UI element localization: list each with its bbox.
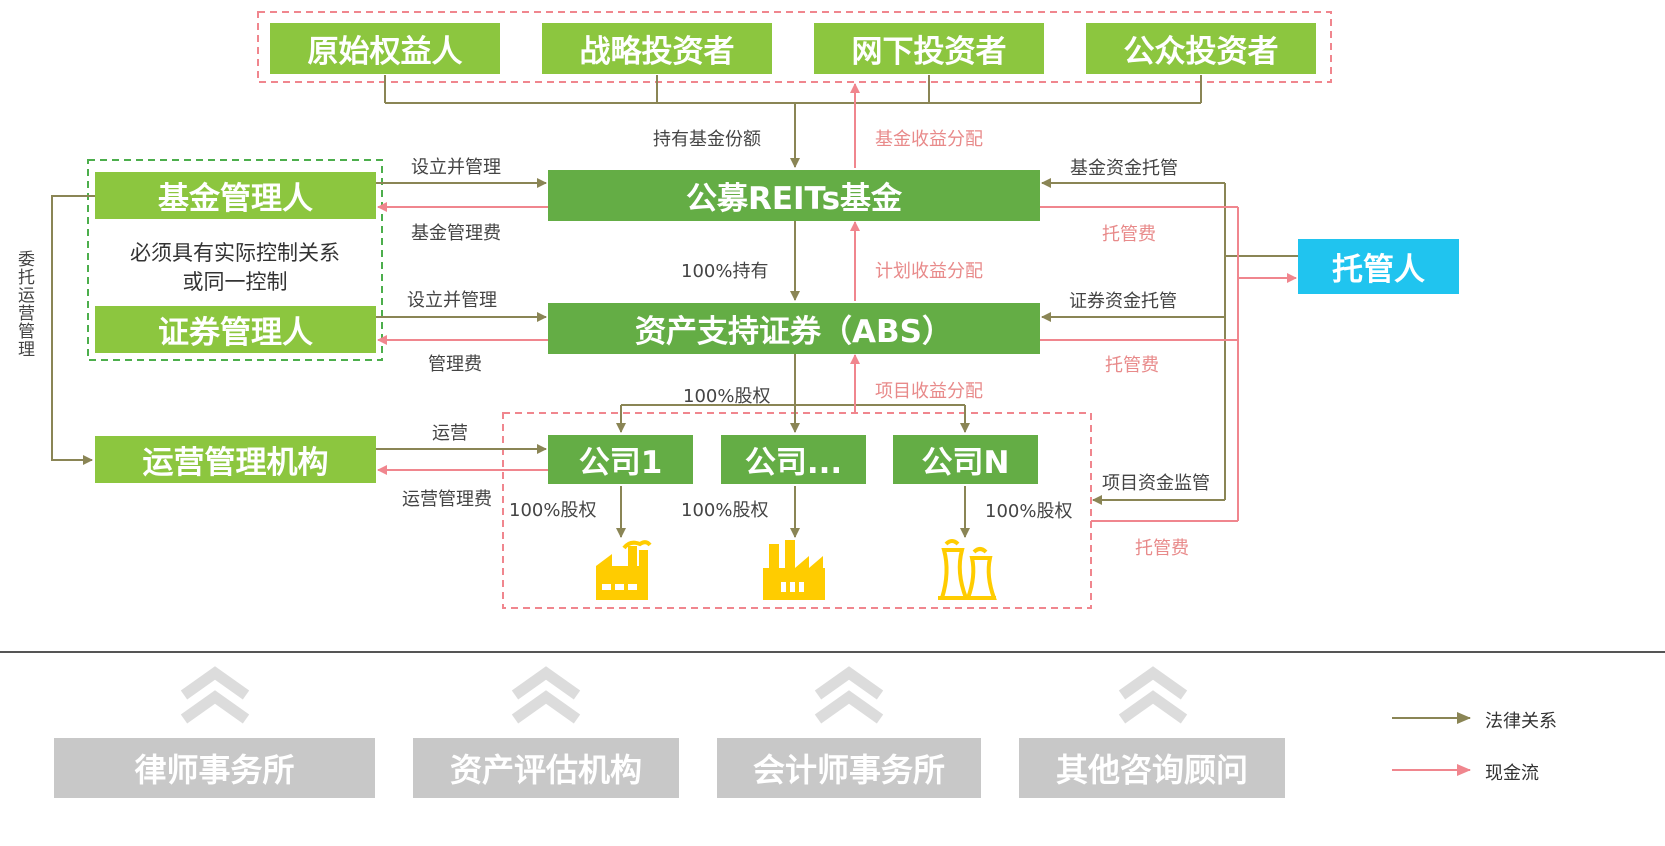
company-n-box: 公司N [893, 435, 1038, 484]
consultant-law-firm: 律师事务所 [54, 738, 375, 798]
label-hold-100: 100%持有 [681, 261, 769, 282]
consultant-other: 其他咨询顾问 [1019, 738, 1285, 798]
operator-box: 运营管理机构 [95, 436, 376, 483]
control-note-line1: 必须具有实际控制关系 [130, 241, 340, 265]
chevron-up-icon-3 [814, 666, 884, 724]
label-ops-fee: 运营管理费 [402, 489, 492, 510]
label-project-distribution: 项目收益分配 [875, 381, 983, 402]
label-plan-distribution: 计划收益分配 [875, 261, 983, 282]
label-project-supervision: 项目资金监管 [1102, 473, 1210, 494]
fund-box: 公募REITs基金 [548, 170, 1040, 221]
label-equity-100-c: 100%股权 [985, 501, 1073, 522]
chevron-up-icon-1 [180, 666, 250, 724]
label-custody-fee-2: 托管费 [1105, 355, 1159, 376]
manager-group-border [87, 159, 383, 361]
label-equity-100-a: 100%股权 [509, 500, 597, 521]
investor-original-owner: 原始权益人 [270, 23, 500, 74]
label-fund-custody: 基金资金托管 [1070, 158, 1178, 179]
investor-offline: 网下投资者 [814, 23, 1044, 74]
label-setup-manage-fund: 设立并管理 [411, 157, 501, 178]
securities-manager-box: 证券管理人 [95, 306, 376, 353]
custodian-box: 托管人 [1298, 239, 1459, 294]
label-equity-100-top: 100%股权 [683, 386, 771, 407]
power-plant-icon [938, 539, 997, 600]
entrust-label: 委托运营管理 [14, 250, 34, 358]
label-hold-shares: 持有基金份额 [653, 129, 761, 150]
investor-group-border [257, 11, 1332, 83]
legend-cash-label: 现金流 [1485, 763, 1539, 784]
company-etc-box: 公司... [721, 435, 866, 484]
investor-public: 公众投资者 [1086, 23, 1316, 74]
consultant-asset-appraisal: 资产评估机构 [413, 738, 679, 798]
label-fund-distribution: 基金收益分配 [875, 129, 983, 150]
chevron-up-icon-2 [511, 666, 581, 724]
investor-strategic: 战略投资者 [542, 23, 772, 74]
label-custody-fee-1: 托管费 [1102, 224, 1156, 245]
legend-legal-label: 法律关系 [1485, 711, 1557, 732]
label-operate: 运营 [432, 423, 468, 444]
control-note-line2: 或同一控制 [182, 270, 288, 294]
label-fund-mgmt-fee: 基金管理费 [411, 223, 501, 244]
label-custody-fee-3: 托管费 [1135, 538, 1189, 559]
company-1-box: 公司1 [548, 435, 693, 484]
label-mgmt-fee: 管理费 [428, 354, 482, 375]
company-group-border [502, 412, 1092, 609]
label-equity-100-b: 100%股权 [681, 500, 769, 521]
factory-icon-2 [763, 540, 825, 600]
fund-manager-box: 基金管理人 [95, 172, 376, 219]
consultant-accounting-firm: 会计师事务所 [717, 738, 981, 798]
chevron-up-icon-4 [1118, 666, 1188, 724]
factory-icon-1 [596, 540, 652, 600]
label-setup-manage-abs: 设立并管理 [407, 290, 497, 311]
abs-box: 资产支持证券（ABS） [548, 303, 1040, 354]
label-sec-custody: 证券资金托管 [1069, 291, 1177, 312]
